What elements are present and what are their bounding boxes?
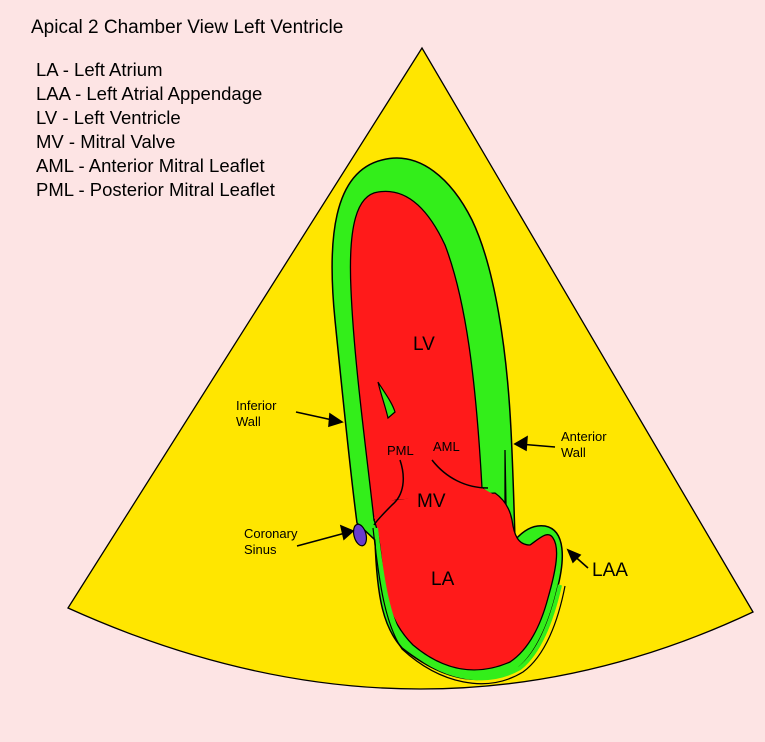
- label-inferior-wall-line2: Wall: [236, 414, 261, 429]
- arrow-laa: [566, 548, 589, 569]
- diagram-title: Apical 2 Chamber View Left Ventricle: [31, 17, 343, 38]
- label-lv: LV: [413, 334, 435, 355]
- arrow-coronary-sinus: [296, 524, 355, 547]
- label-coronary-sinus-line2: Sinus: [244, 542, 277, 557]
- anterior-mitral-leaflet: [431, 459, 489, 489]
- label-anterior-wall-line2: Wall: [561, 445, 586, 460]
- legend-item-laa: LAA - Left Atrial Appendage: [36, 83, 262, 104]
- label-pml: PML: [387, 443, 414, 458]
- label-inferior-wall-line1: Inferior: [236, 398, 277, 413]
- basal-notch: [377, 381, 396, 420]
- label-coronary-sinus-line1: Coronary: [244, 526, 298, 541]
- legend-item-pml: PML - Posterior Mitral Leaflet: [36, 179, 275, 200]
- legend-item-aml: AML - Anterior Mitral Leaflet: [36, 155, 265, 176]
- label-aml: AML: [433, 439, 460, 454]
- legend-item-mv: MV - Mitral Valve: [36, 131, 175, 152]
- la-outer-wall-line: [372, 527, 566, 685]
- legend-item-lv: LV - Left Ventricle: [36, 107, 181, 128]
- posterior-mitral-leaflet: [373, 459, 405, 526]
- label-laa: LAA: [592, 560, 628, 581]
- label-anterior-wall-line1: Anterior: [561, 429, 607, 444]
- arrow-inferior-wall: [295, 411, 344, 428]
- legend-item-la: LA - Left Atrium: [36, 59, 162, 80]
- cavity-joint: [374, 488, 510, 525]
- label-la: LA: [431, 569, 455, 590]
- legend: LA - Left Atrium LAA - Left Atrial Appen…: [36, 59, 275, 200]
- label-mv: MV: [417, 491, 446, 512]
- arrow-anterior-wall: [513, 435, 556, 452]
- la-outer-wall: [374, 527, 562, 681]
- coronary-sinus-oval: [352, 523, 368, 547]
